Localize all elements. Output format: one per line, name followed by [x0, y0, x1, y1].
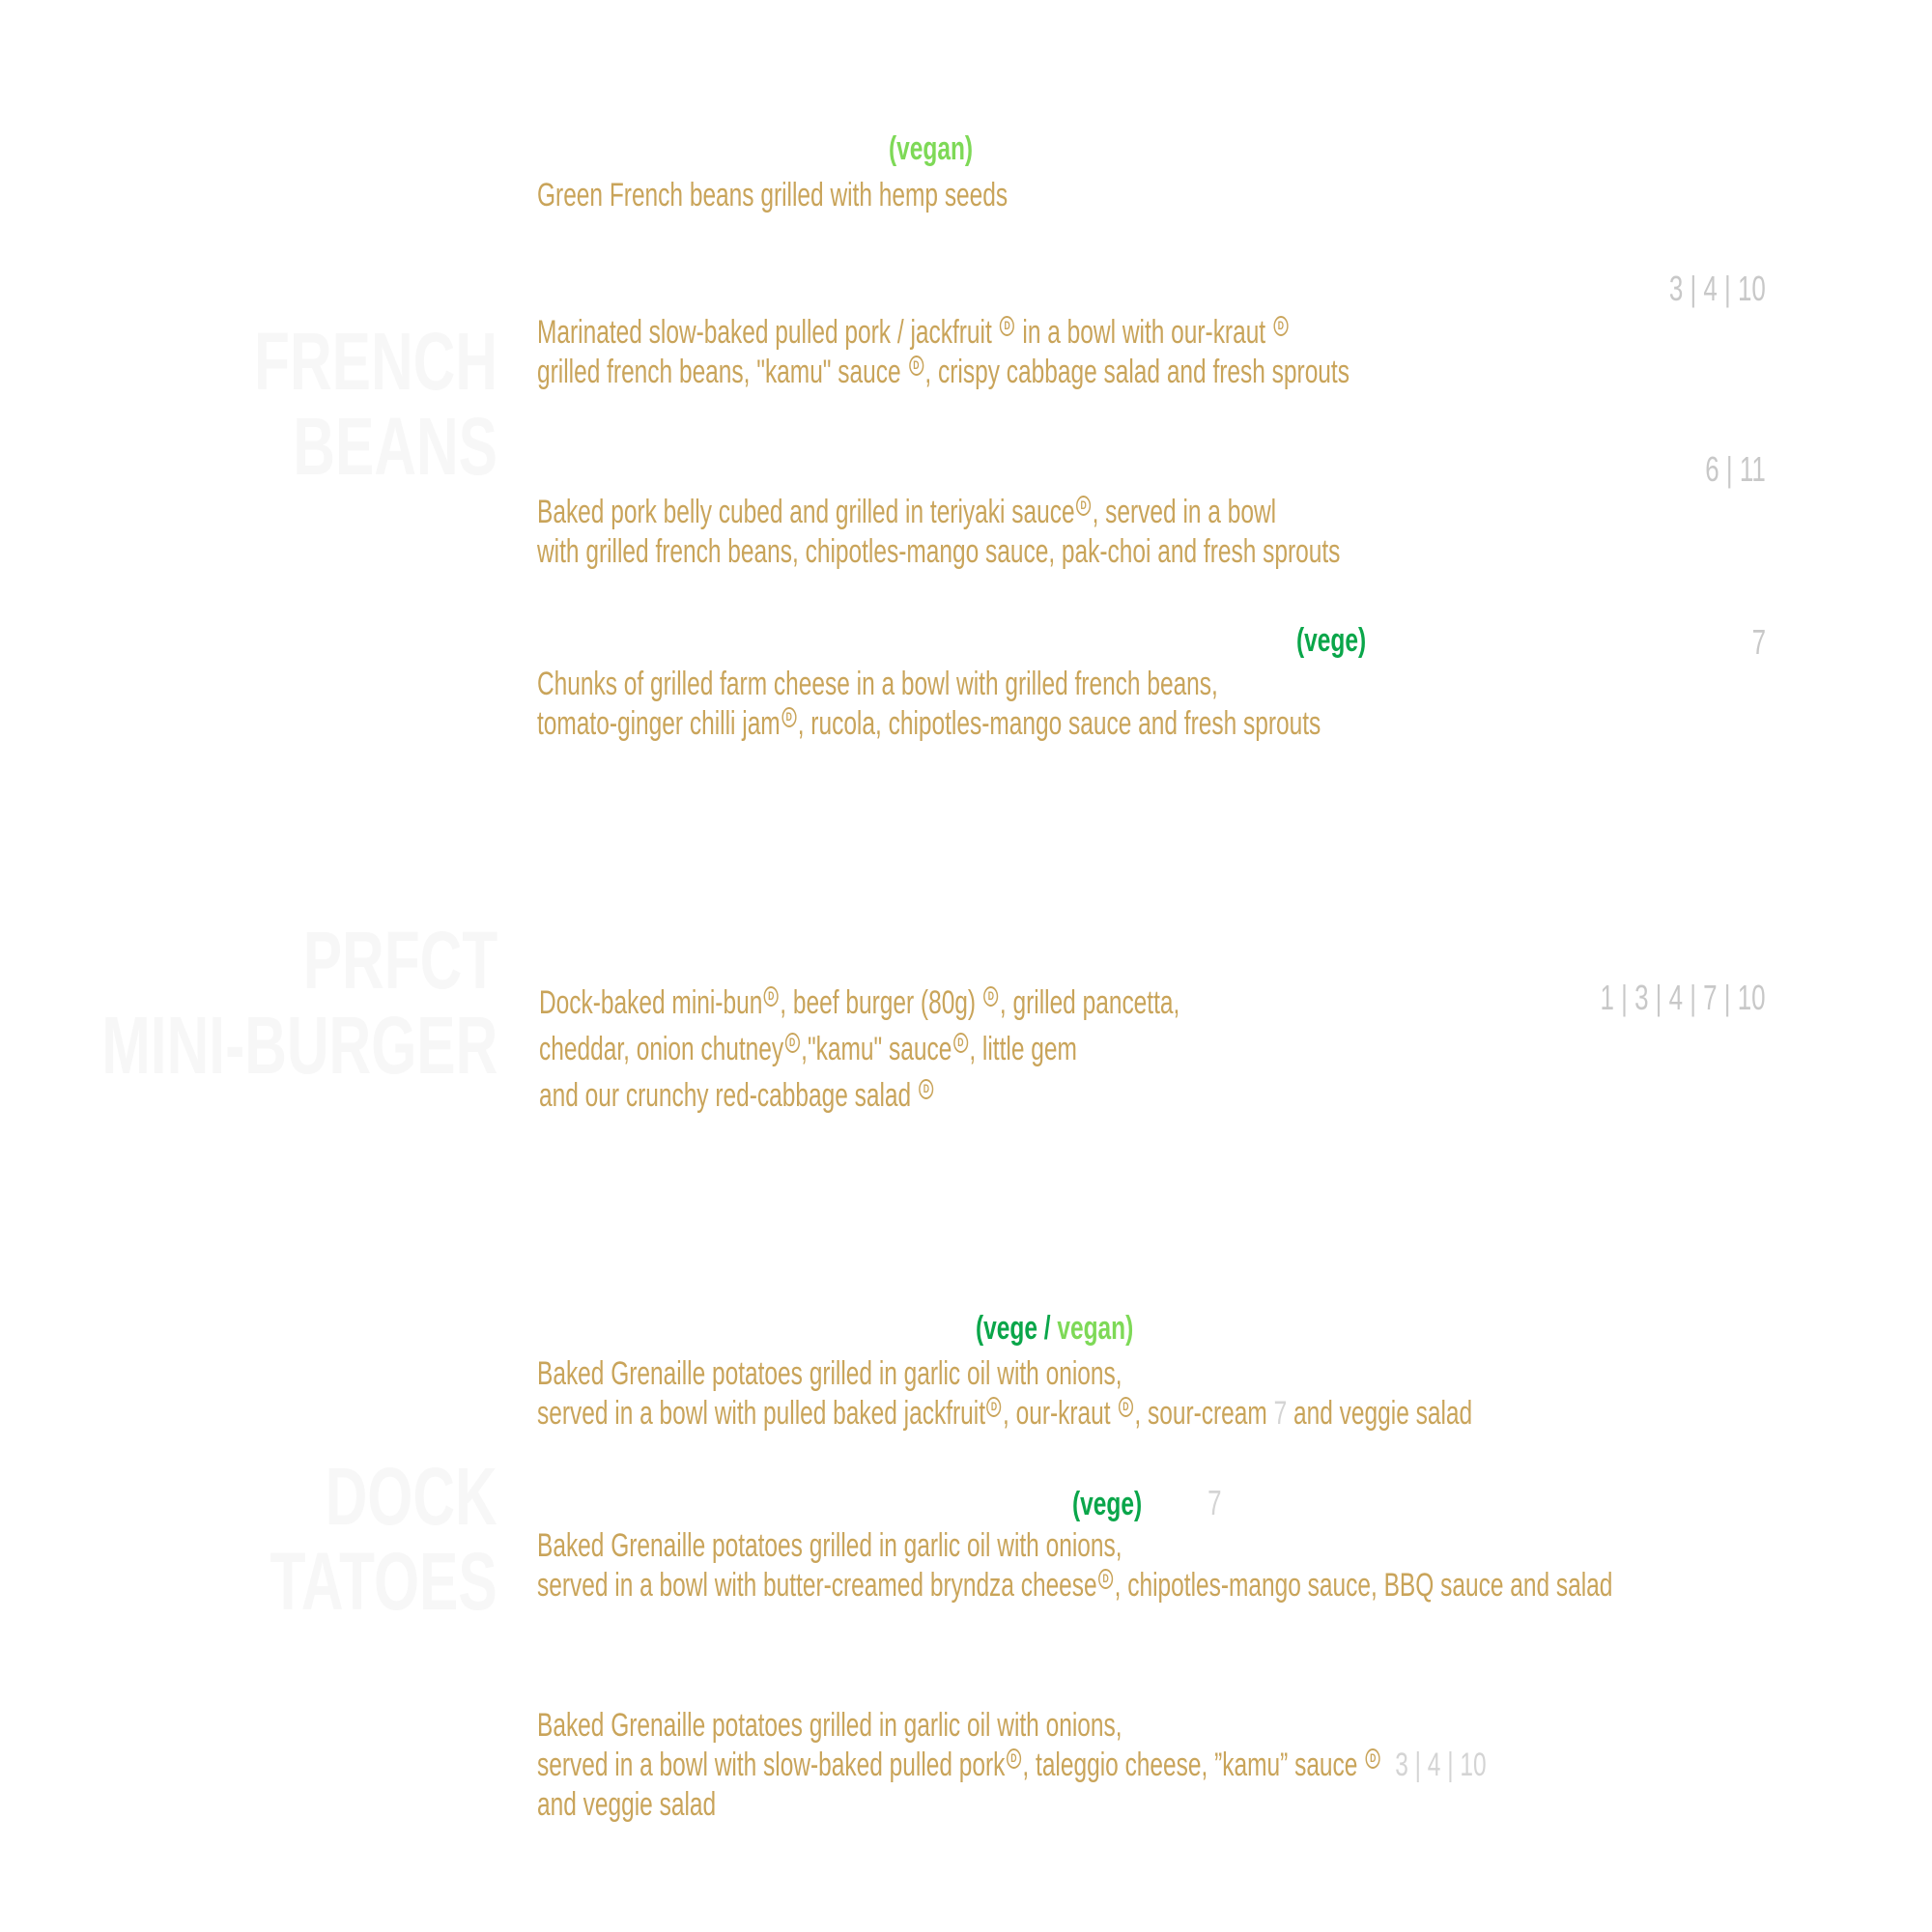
circle-d-icon: D [784, 1033, 800, 1053]
inline-allergen: 7 [1208, 1483, 1222, 1522]
dish-tag-row: (vege) [1296, 622, 1393, 660]
allergen-list: 6 | 11 [1705, 449, 1766, 489]
dish-tag-row: (vege) 7 [1072, 1483, 1280, 1523]
circle-d-icon: D [763, 986, 779, 1007]
dish-description: Chunks of grilled farm cheese in a bowl … [537, 666, 1321, 742]
circle-d-icon: D [952, 1033, 968, 1053]
circle-d-icon: D [1076, 496, 1092, 516]
dish-description: Baked Grenaille potatoes grilled in garl… [537, 1527, 1613, 1604]
dish-description: Green French beans grilled with hemp see… [537, 177, 1009, 213]
vege-tag: (vege [976, 1310, 1037, 1347]
allergen-list: 3 | 4 | 10 [1669, 269, 1766, 308]
vegan-tag: vegan) [1057, 1310, 1134, 1347]
section-title-line: DOCK [325, 1451, 497, 1542]
section-title-line: TATOES [270, 1536, 497, 1627]
section-title-line: BEANS [293, 401, 497, 492]
vege-tag: (vege) [1072, 1486, 1143, 1522]
dish-tag-row: (vege / vegan) [976, 1310, 1134, 1347]
section-title-french-beans: FRENCH BEANS [159, 319, 497, 489]
allergen-list: 7 [1751, 622, 1766, 662]
circle-d-icon: D [908, 355, 923, 376]
circle-d-icon: D [919, 1079, 934, 1099]
circle-d-icon: D [1365, 1748, 1380, 1769]
circle-d-icon: D [1118, 1397, 1133, 1417]
section-title-line: PRFCT [302, 915, 497, 1006]
circle-d-icon: D [986, 1397, 1002, 1417]
dish-description: Baked Grenaille potatoes grilled in garl… [537, 1707, 1487, 1823]
vegan-tag: (vegan) [889, 130, 974, 167]
section-title-line: MINI-BURGER [101, 1000, 497, 1091]
section-title-dock-tatoes: DOCK TATOES [182, 1454, 497, 1624]
dish-tag-row: (vegan) [889, 130, 1006, 168]
dish-description: Baked Grenaille potatoes grilled in garl… [537, 1355, 1473, 1432]
section-title-mini-burger: PRFCT MINI-BURGER [0, 918, 497, 1088]
circle-d-icon: D [1006, 1748, 1021, 1769]
circle-d-icon: D [781, 707, 797, 727]
section-title-line: FRENCH [254, 316, 497, 407]
dish-description: Baked pork belly cubed and grilled in te… [537, 494, 1341, 570]
inline-allergen: 3 | 4 | 10 [1395, 1747, 1487, 1783]
vege-tag: (vege) [1296, 622, 1367, 659]
inline-allergen: 7 [1273, 1395, 1288, 1432]
dish-description: Marinated slow-baked pulled pork / jackf… [537, 314, 1350, 390]
circle-d-icon: D [983, 986, 999, 1007]
circle-d-icon: D [1273, 316, 1289, 336]
allergen-list: 1 | 3 | 4 | 7 | 10 [1600, 978, 1766, 1017]
circle-d-icon: D [1000, 316, 1015, 336]
circle-d-icon: D [1098, 1569, 1114, 1589]
